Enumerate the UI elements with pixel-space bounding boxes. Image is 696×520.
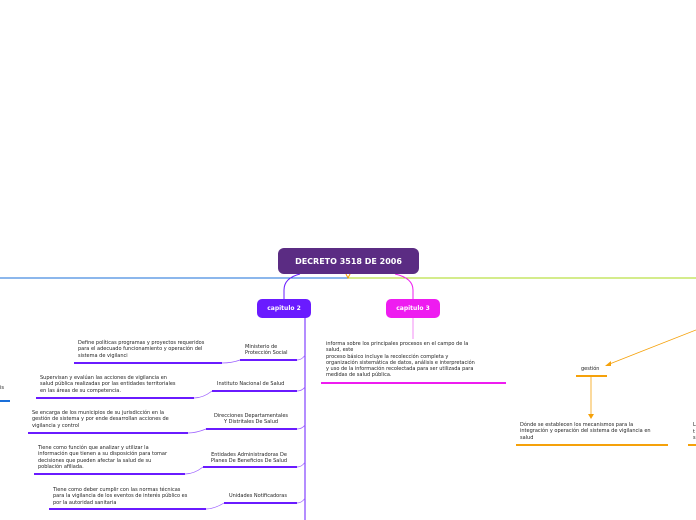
chapter-2-node[interactable]: capitulo 2: [257, 299, 311, 318]
gestion-node[interactable]: gestión: [581, 366, 600, 372]
right-edge-fragment-bot: s: [693, 435, 696, 441]
root-anchor-mark: [344, 271, 352, 280]
root-node[interactable]: DECRETO 3518 DE 2006: [278, 248, 419, 274]
chapter-3-label: capitulo 3: [396, 305, 430, 312]
desc-unidades[interactable]: Tiene como deber cumplir con las normas …: [53, 487, 188, 506]
desc-chapter-3[interactable]: informa sobre los principales procesos e…: [326, 341, 475, 379]
desc-direcciones[interactable]: Se encarga de los municipios de su juris…: [32, 410, 169, 429]
desc-eapb[interactable]: Tiene como función que analizar y utiliz…: [38, 445, 167, 470]
desc-ins[interactable]: Supervisan y evalúan las acciones de vig…: [40, 375, 176, 394]
entity-ins[interactable]: Instituto Nacional de Salud: [217, 381, 285, 387]
right-edge-fragment-mid: t: [693, 429, 695, 435]
chapter-2-label: capitulo 2: [267, 305, 301, 312]
root-label: DECRETO 3518 DE 2006: [295, 256, 402, 266]
left-edge-fragment: is: [0, 385, 4, 391]
desc-gestion[interactable]: Dónde se establecen los mecanismos para …: [520, 422, 651, 441]
chapter-3-node[interactable]: capitulo 3: [386, 299, 440, 318]
desc-ministerio[interactable]: Define políticas programas y proyectos r…: [78, 340, 205, 359]
entity-unidades[interactable]: Unidades Notificadoras: [229, 493, 287, 499]
right-edge-fragment-top: L: [693, 422, 696, 428]
